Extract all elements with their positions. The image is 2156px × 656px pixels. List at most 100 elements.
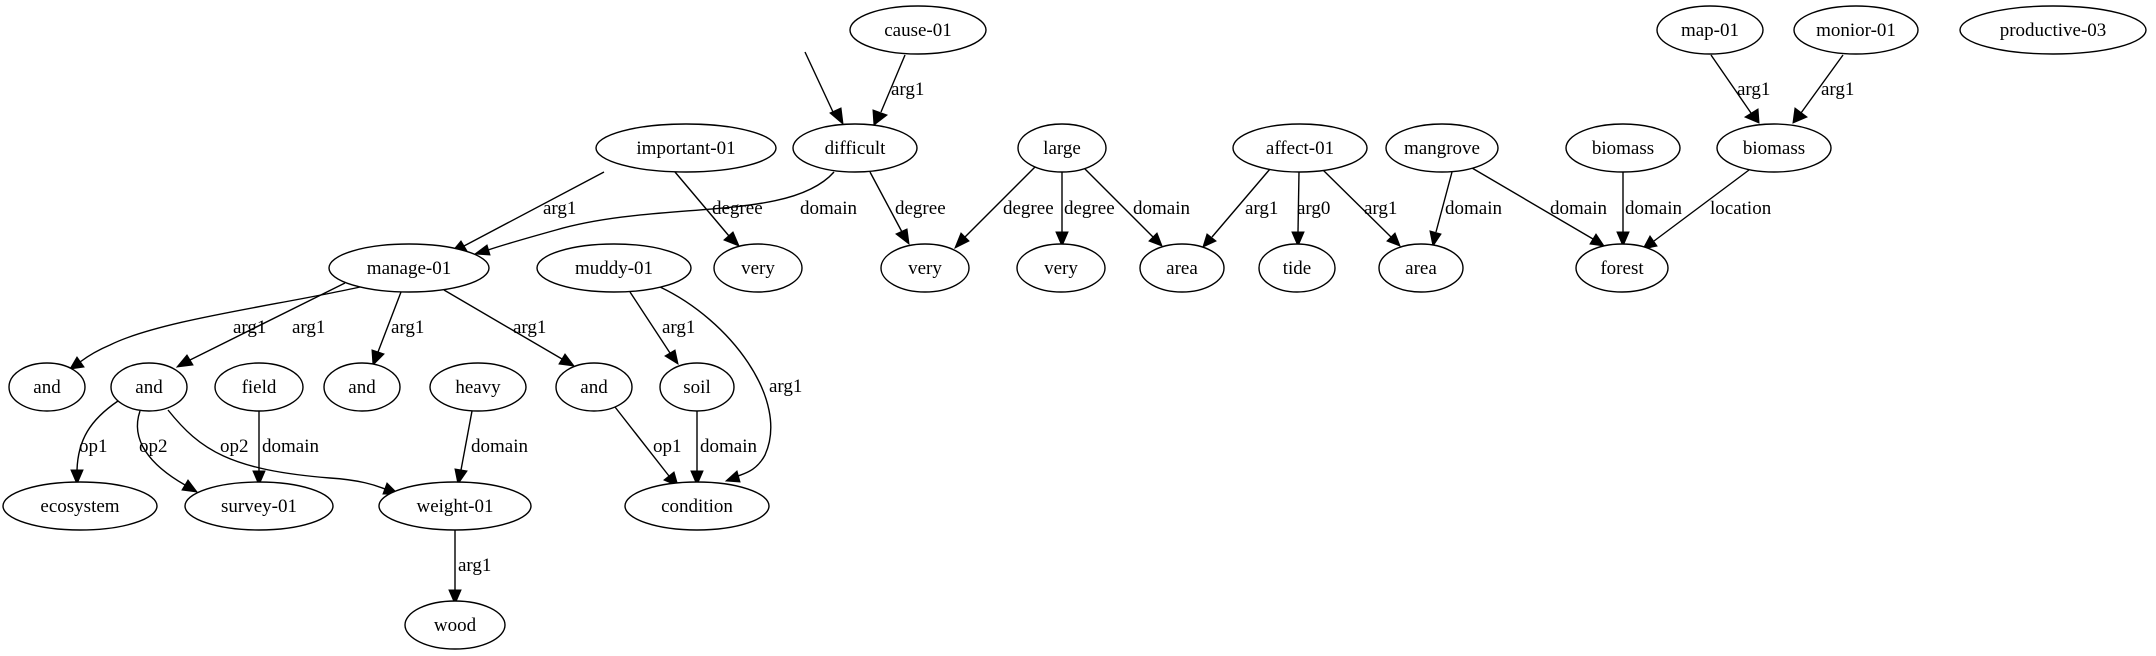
edge-label: arg1 [662, 317, 695, 338]
node-label: wood [434, 615, 477, 636]
edge-line [1653, 169, 1750, 242]
edge-line [377, 291, 402, 353]
arrowhead-icon [1642, 235, 1658, 250]
edge-label: arg1 [292, 317, 325, 338]
edge-and2-ecosystem: op1 [70, 400, 119, 486]
node-very3: very [1016, 243, 1106, 293]
node-label: map-01 [1681, 20, 1739, 41]
arrowhead-icon [872, 109, 889, 126]
node-mangrove: mangrove [1385, 123, 1499, 173]
node-ellipse [1232, 123, 1368, 173]
edge-muddy-condition: arg1 [659, 286, 802, 483]
arrowhead-icon [371, 349, 385, 367]
node-label: manage-01 [367, 258, 451, 279]
edge-line [880, 54, 906, 113]
node-ellipse [849, 5, 987, 55]
edge-difficult-very2: degree [869, 171, 946, 246]
node-ellipse [184, 481, 334, 531]
edge-label: domain [1550, 198, 1607, 219]
edge-line [1710, 54, 1752, 114]
node-and3: and [323, 362, 401, 412]
node-label: important-01 [636, 138, 735, 159]
edge-mangrove-forest: domain [1471, 167, 1607, 247]
edge-manage-and3: arg1 [371, 291, 424, 367]
node-ellipse [713, 243, 803, 293]
node-label: and [348, 377, 376, 398]
edge-line [1211, 168, 1271, 238]
edge-label: domain [1445, 198, 1502, 219]
edge-heavy-weight: domain [454, 410, 528, 486]
edge-label: degree [712, 198, 763, 219]
edge-label: arg0 [1297, 198, 1330, 219]
node-ellipse [8, 362, 86, 412]
node-area1: area [1139, 243, 1225, 293]
node-label: cause-01 [884, 20, 952, 41]
edge-line [443, 289, 563, 360]
edge-label: op2 [139, 436, 168, 457]
arrowhead-icon [829, 107, 844, 126]
arrowhead-icon [954, 232, 970, 250]
node-and4: and [555, 362, 633, 412]
node-ellipse [429, 362, 527, 412]
edge-label: degree [895, 198, 946, 219]
edge-label: op1 [79, 436, 108, 457]
edge-line [1322, 169, 1392, 238]
edge-biomass2-forest: location [1642, 169, 1772, 250]
node-label: large [1043, 138, 1081, 159]
arrowhead-icon [1792, 107, 1808, 124]
edge-label: op1 [653, 436, 682, 457]
node-forest: forest [1575, 243, 1669, 293]
edge-map-biomass2: arg1 [1710, 54, 1770, 124]
node-label: difficult [825, 138, 887, 159]
edge-manage-and1: arg1 [69, 286, 361, 370]
node-label: very [741, 258, 775, 279]
edge-line [167, 409, 386, 490]
arrowhead-icon [1291, 231, 1305, 248]
edge-label: arg1 [513, 317, 546, 338]
arrowhead-icon [1055, 231, 1069, 248]
node-label: and [580, 377, 608, 398]
node-label: condition [661, 496, 733, 517]
node-heavy: heavy [429, 362, 527, 412]
node-label: muddy-01 [575, 258, 653, 279]
node-label: tide [1283, 258, 1312, 279]
node-cause: cause-01 [849, 5, 987, 55]
node-affect: affect-01 [1232, 123, 1368, 173]
node-difficult: difficult [792, 123, 918, 173]
edge-biomass1-forest: domain [1616, 172, 1682, 248]
edge-label: arg1 [1737, 79, 1770, 100]
node-wood: wood [404, 600, 506, 650]
node-ellipse [792, 123, 918, 173]
edge-label: arg1 [1364, 198, 1397, 219]
node-ellipse [328, 243, 490, 293]
node-ellipse [404, 600, 506, 650]
edge-label: domain [471, 436, 528, 457]
node-biomass1: biomass [1565, 123, 1681, 173]
arrowhead-icon [448, 589, 462, 606]
edge-line [804, 51, 834, 113]
edge-manage-and2: arg1 [175, 282, 346, 368]
edge-large-area1: domain [1083, 167, 1190, 247]
node-ellipse [1258, 243, 1336, 293]
edge-affect-area1: arg1 [1202, 168, 1278, 248]
arrowhead-icon [558, 353, 576, 367]
edge-mangrove-area2: domain [1429, 171, 1502, 248]
node-label: very [1044, 258, 1078, 279]
node-manage: manage-01 [328, 243, 490, 293]
node-and1: and [8, 362, 86, 412]
node-label: very [908, 258, 942, 279]
node-ecosystem: ecosystem [2, 481, 158, 531]
arrowhead-icon [70, 469, 84, 486]
arrowhead-icon [454, 468, 468, 486]
edge-manage-and4: arg1 [443, 289, 576, 367]
arrowhead-icon [1589, 233, 1606, 247]
edge-line [1083, 167, 1154, 238]
node-monior: monior-01 [1793, 5, 1919, 55]
edge-dangling-difficult [804, 51, 844, 126]
edge-label: arg1 [891, 79, 924, 100]
edge-affect-tide: arg0 [1291, 171, 1330, 248]
node-label: weight-01 [416, 496, 493, 517]
arrowhead-icon [1386, 232, 1401, 247]
